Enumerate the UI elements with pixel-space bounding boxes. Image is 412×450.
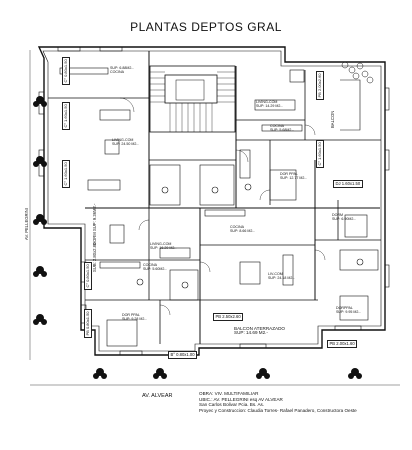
street-bottom-label: AV. ALVEAR xyxy=(142,393,173,399)
planters xyxy=(341,61,374,84)
dim-left-c3: C° 1.60x1.50 xyxy=(62,159,70,188)
project-info-line3: San Carlos Bolivar Pcia. Bs. As. xyxy=(199,402,265,408)
dim-right-dj: DJ 1.60x1.50 xyxy=(333,180,363,188)
dim-bottom-b: B° 0.80x1.00 xyxy=(168,351,198,359)
furniture xyxy=(59,67,379,347)
trees xyxy=(33,96,362,379)
dim-right-vert-top: PB 2.00x2.60 xyxy=(316,70,324,100)
dim-left-c5: PB 0.80x1.50 xyxy=(84,308,92,338)
sheet-title: PLANTAS DEPTOS GRAL xyxy=(130,20,282,34)
dim-right-vert-mid: C° 1.60x1.50 xyxy=(316,139,324,168)
dim-bottom-pb1: PB 2.50x2.60 xyxy=(213,313,244,321)
project-info-line1: OBRA: VIV. MULTIFAMILIAR xyxy=(199,391,259,396)
dim-left-c2: C° 1.60x1.50 xyxy=(62,101,70,130)
room-label-balcon-right: BALCON xyxy=(330,110,335,128)
project-info-line2: UBIC.: AV. PELLEGRINI esq AV ALVEAR xyxy=(199,396,283,402)
room-label-dorm-left: DORM SUP: 9.36M2.- xyxy=(92,203,97,245)
dim-left-c4: C° 0.80x1.50 xyxy=(84,261,92,290)
street-left-label: AV. PELLEGRINI xyxy=(24,208,29,240)
project-info-line4: Proyec y Construccion: Claudia Torres- R… xyxy=(199,407,357,413)
dim-left-c1: C° 0.80x1.50 xyxy=(62,56,70,85)
dim-stair-note: SUB: 2.80x2.80 xyxy=(92,242,97,272)
dim-bottom-pb2: PB 2.00x1.60 xyxy=(327,340,358,348)
room-label-cocina-top: SUP: 6.88M2.-COCINA xyxy=(110,66,134,74)
project-info-block: OBRA: VIV. MULTIFAMILIAR UBIC.: AV. PELL… xyxy=(199,391,357,413)
